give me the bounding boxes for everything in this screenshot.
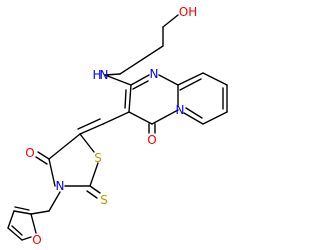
bond-c9-c8 [202, 72, 228, 86]
bond-c3-ch [102, 111, 130, 125]
bond-oh-c1 [162, 14, 179, 28]
bond-c2-s-b [86, 190, 98, 199]
bond-c7-c6 [202, 111, 228, 125]
bond-n3-c4a [158, 74, 179, 86]
bond-ch2-furan [30, 210, 50, 215]
bond-fc2-fc3 [13, 210, 32, 215]
amine-n-label: N [100, 68, 109, 82]
bond-fc2-fc3-double [14, 206, 30, 211]
bond-c2-c3 [119, 45, 164, 75]
bond-fc4-fc5 [7, 227, 23, 241]
carbonyl-o-right-label: O [147, 133, 156, 147]
bond-c4a-c9-double [179, 78, 202, 91]
bond-c6-n5 [183, 112, 204, 125]
pyrimidine-n-bridge-label: N [176, 103, 185, 117]
bond-n-c2ring [104, 74, 132, 86]
bond-fc5-fo [21, 236, 32, 241]
bond-c4-c5 [48, 133, 81, 160]
bond-c4t-o-double [35, 156, 48, 165]
bond-c3-c2 [128, 84, 132, 113]
thiazolidine-n-label: N [56, 179, 65, 193]
furan-o-label: O [32, 233, 41, 247]
ring-s-label: S [94, 151, 102, 165]
bond-c2-s-a [89, 185, 101, 194]
carbonyl-o-left-label: O [25, 146, 34, 160]
bond-s1-c2 [89, 162, 99, 187]
bond-c4t-o [37, 151, 50, 160]
bond-c5-s1 [79, 133, 95, 153]
bond-c4-c3 [128, 111, 153, 125]
pyrimidine-n-top-label: N [150, 67, 159, 81]
molecule-canvas: OH N H N N O O S S N O [7, 5, 228, 247]
bond-n-ch2 [48, 191, 61, 212]
bond-c4a-c9 [177, 72, 204, 86]
bond-fc3-fc4 [7, 210, 15, 229]
bond-c2-n3 [130, 74, 150, 86]
bond-c3-c2-double [124, 89, 127, 109]
bond-c2-n3-double [132, 80, 149, 90]
bond-ch-c5 [79, 123, 104, 135]
hydroxyl-label: OH [179, 5, 197, 19]
bond-fc4-fc5-double [11, 225, 23, 236]
bond-n3t-c4 [48, 158, 56, 187]
bond-ch-c5-double [77, 118, 101, 130]
bond-c6-n5-double [185, 107, 203, 119]
structure-diagram: OH N H N N O O S S N O [7, 5, 228, 247]
bond-fc2-fo [30, 213, 37, 234]
bond-n5-c4 [151, 109, 179, 125]
bond-c3-n [104, 73, 121, 76]
amine-h-label: H [92, 68, 101, 82]
thioxo-s-label: S [100, 193, 108, 207]
